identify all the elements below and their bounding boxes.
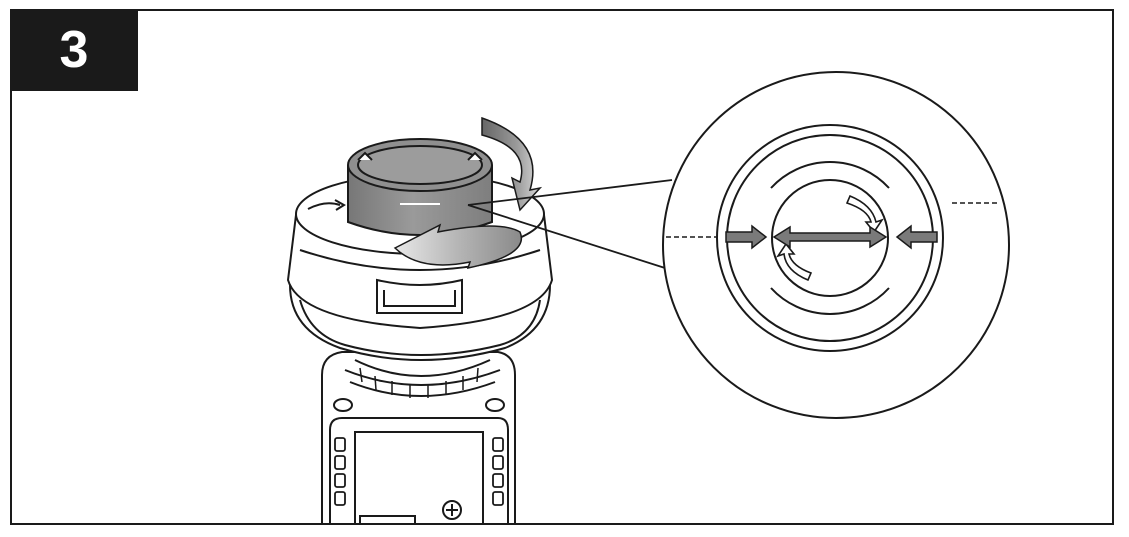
rotation-arrow-icon [393, 116, 543, 270]
alignment-arrow-icon [725, 224, 938, 250]
screw-icon [442, 500, 462, 520]
diagram-frame [10, 9, 1114, 525]
rotating-cap [347, 138, 493, 236]
step-number-badge: 3 [10, 9, 138, 91]
magnified-detail [662, 71, 1010, 419]
device-body [321, 351, 516, 523]
callout-leader [467, 179, 673, 269]
